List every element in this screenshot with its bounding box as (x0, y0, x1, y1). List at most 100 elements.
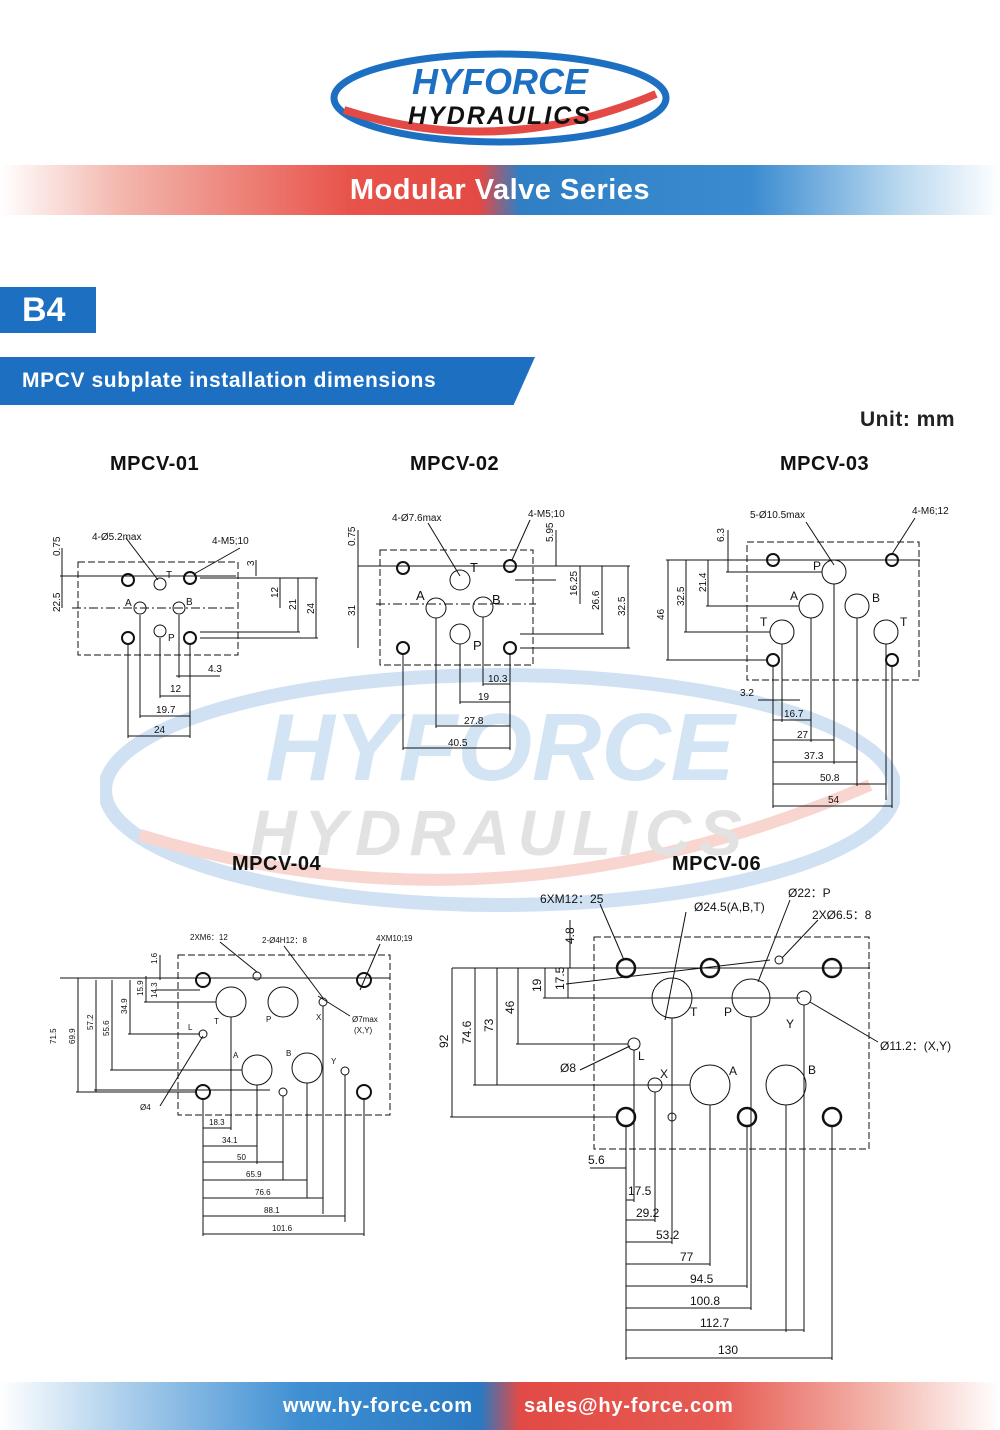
dim-02-h3: 27.8 (464, 716, 484, 727)
dim-01-v6: 24 (306, 602, 317, 614)
dim-04-v1: 1.6 (150, 952, 159, 964)
dim-01-h2: 12 (170, 684, 182, 695)
port-01-b: B (186, 597, 193, 608)
dim-04-h1: 18.3 (209, 1118, 225, 1127)
logo-line2: HYDRAULICS (408, 102, 592, 130)
drawing-mpcv-06: 6XM12：25 Ø24.5(A,B,T) Ø22：P 2XØ6.5：8 Ø11… (437, 886, 951, 1360)
dim-04-v4: 34.9 (120, 998, 129, 1014)
dim-06-v7: 92 (437, 1034, 451, 1048)
port-06-t: T (690, 1005, 698, 1019)
hyforce-logo: HYFORCE HYDRAULICS (330, 50, 670, 146)
section-code-badge: B4 (0, 287, 96, 333)
section-title: MPCV subplate installation dimensions (22, 369, 437, 392)
port-06-b: B (808, 1063, 816, 1077)
dim-06-h6: 94.5 (690, 1272, 714, 1286)
dim-02-v5: 26.6 (591, 590, 602, 610)
port-03-t1: T (760, 615, 768, 629)
dim-04-v2: 14.3 (150, 982, 159, 998)
port-06-p: P (724, 1005, 732, 1019)
label-04-pin: 2-Ø4H12：8 (262, 936, 307, 945)
label-06-xy: Ø11.2：(X,Y) (880, 1039, 951, 1053)
footer-email-link[interactable]: sales@hy-force.com (524, 1395, 734, 1417)
port-04-b: B (286, 1049, 291, 1058)
label-06-thread: 6XM12：25 (540, 892, 604, 906)
dim-06-h9: 130 (718, 1343, 738, 1357)
label-03-thread: 4-M6;12 (912, 506, 949, 517)
label-02-holes: 4-Ø7.6max (392, 513, 441, 524)
dim-06-h1: 5.6 (588, 1153, 605, 1167)
dim-06-h4: 53.2 (656, 1228, 680, 1242)
port-01-a: A (125, 598, 132, 609)
model-title-mpcv-01: MPCV-01 (110, 453, 200, 475)
dim-01-h3: 19.7 (156, 705, 176, 716)
dim-03-v4: 46 (656, 608, 667, 620)
port-01-t: T (166, 570, 172, 581)
port-04-t: T (214, 1017, 219, 1026)
dim-06-v4: 46 (503, 1000, 517, 1014)
dim-03-v2: 21.4 (698, 572, 709, 592)
port-03-a: A (790, 589, 798, 603)
label-02-thread: 4-M5;10 (528, 509, 565, 520)
footer-website-link[interactable]: www.hy-force.com (283, 1395, 473, 1417)
dim-04-v3: 15.9 (136, 980, 145, 996)
dim-01-v4: 12 (270, 586, 281, 598)
dim-06-v3: 19 (530, 978, 544, 992)
port-06-x: X (660, 1067, 668, 1081)
dim-01-v2: 22.5 (52, 592, 63, 612)
dim-02-v6: 32.5 (617, 596, 628, 616)
dim-02-h1: 10.3 (488, 674, 508, 685)
drawing-mpcv-03: 5-Ø10.5max 4-M6;12 A B T T P 6.3 21.4 32… (656, 506, 949, 808)
model-title-mpcv-02: MPCV-02 (410, 453, 500, 475)
dim-04-v5: 55.6 (102, 1020, 111, 1036)
port-01-p: P (168, 633, 175, 644)
dim-06-h5: 77 (680, 1250, 694, 1264)
dim-03-h3: 27 (797, 730, 809, 741)
dim-06-v1: 4.8 (563, 927, 577, 944)
dim-03-h6: 54 (828, 795, 840, 806)
dim-02-v1: 0.75 (347, 526, 358, 546)
drawing-mpcv-04: 2XM6：12 2-Ø4H12：8 4XM10;19 Ø7max (X,Y) Ø… (49, 933, 413, 1236)
label-06-main: Ø24.5(A,B,T) (694, 900, 765, 914)
watermark-line2: HYDRAULICS (250, 797, 750, 869)
logo-line1: HYFORCE (412, 61, 589, 102)
dim-06-v2: 17.5 (553, 966, 567, 990)
label-04-d4: Ø4 (140, 1103, 151, 1112)
banner-title: Modular Valve Series (349, 174, 651, 206)
dim-03-h1: 3.2 (740, 688, 754, 699)
label-04-xy: Ø7max (352, 1015, 378, 1024)
dim-03-h2: 16.7 (784, 709, 804, 720)
label-03-holes: 5-Ø10.5max (750, 510, 805, 521)
port-03-b: B (872, 591, 880, 605)
label-04-thread2: 4XM10;19 (376, 934, 413, 943)
dim-04-v8: 71.5 (49, 1028, 58, 1044)
port-02-a: A (416, 588, 425, 603)
dim-01-v5: 21 (288, 598, 299, 610)
dim-06-v5: 73 (482, 1018, 496, 1032)
dim-03-v3: 32.5 (676, 586, 687, 606)
dim-06-h3: 29.2 (636, 1206, 660, 1220)
label-06-p: Ø22：P (788, 886, 831, 900)
dim-04-h4: 65.9 (246, 1170, 262, 1179)
label-01-thread: 4-M5;10 (212, 536, 249, 547)
dim-02-v4: 16.25 (569, 571, 580, 596)
dim-01-v1: 0.75 (52, 536, 63, 556)
port-03-t2: T (900, 615, 908, 629)
dim-04-h6: 88.1 (264, 1206, 280, 1215)
dim-04-v6: 57.2 (86, 1014, 95, 1030)
label-04-thread1: 2XM6：12 (190, 933, 228, 942)
dim-06-v6: 74.6 (460, 1020, 474, 1044)
dim-02-v3: 5.95 (545, 522, 556, 542)
port-02-b: B (492, 592, 501, 607)
label-01-holes: 4-Ø5.2max (92, 532, 141, 543)
dim-02-v2: 31 (347, 604, 358, 616)
label-06-pin: 2XØ6.5：8 (812, 908, 872, 922)
model-title-mpcv-04: MPCV-04 (232, 853, 322, 875)
port-06-a: A (729, 1064, 737, 1078)
dim-02-h4: 40.5 (448, 738, 468, 749)
section-title-bar (0, 357, 535, 405)
dim-04-h3: 50 (237, 1153, 246, 1162)
dim-01-h4: 24 (154, 725, 166, 736)
dim-06-h8: 112.7 (700, 1316, 729, 1330)
dim-03-h5: 50.8 (820, 773, 840, 784)
